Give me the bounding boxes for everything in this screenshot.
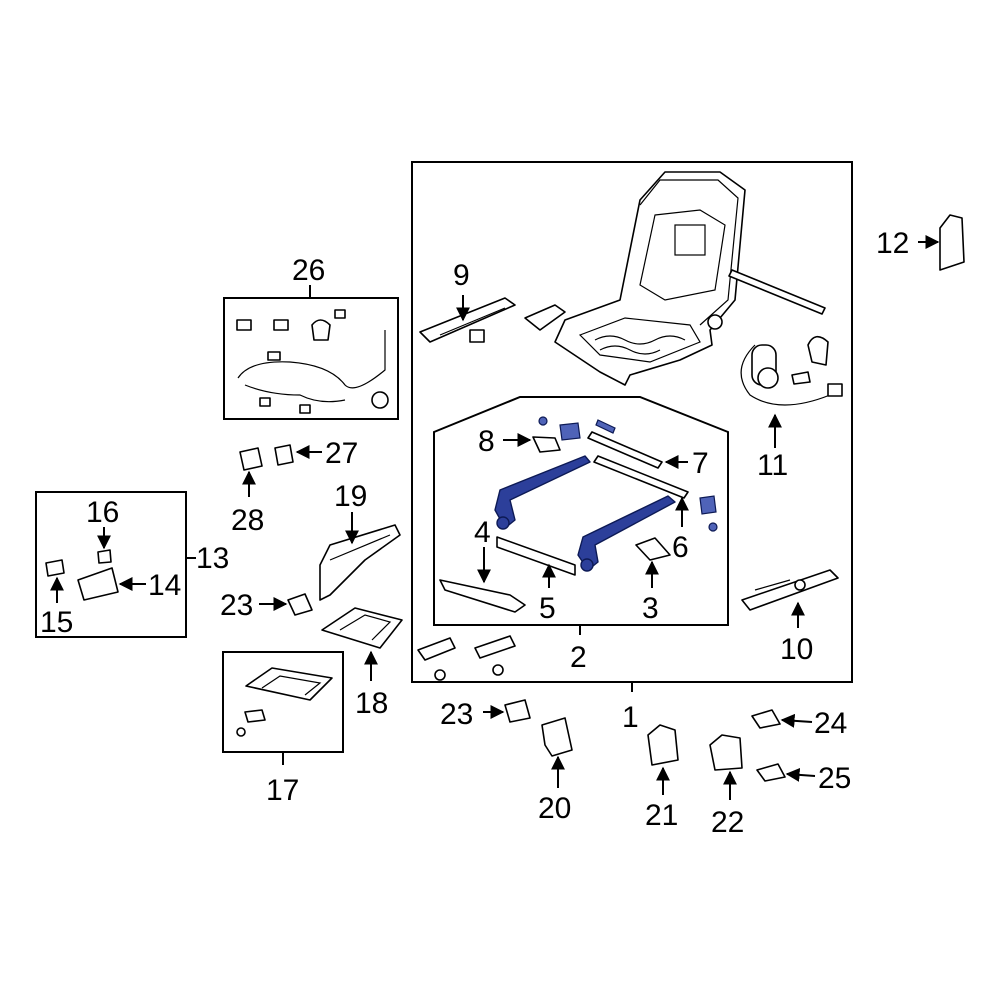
part-28-clip — [239, 447, 263, 471]
part-10-rail — [741, 569, 839, 611]
callout-21: 21 — [645, 799, 678, 832]
part-5-frame — [496, 536, 576, 576]
callout-5: 5 — [539, 592, 556, 625]
callout-24: 24 — [814, 707, 847, 740]
part-12-cover — [939, 214, 965, 271]
callout-19: 19 — [334, 480, 367, 513]
group-box-switch — [35, 491, 187, 638]
callout-22: 22 — [711, 806, 744, 839]
callout-18: 18 — [355, 687, 388, 720]
callout-6: 6 — [672, 531, 689, 564]
part-23-cap-bottom — [504, 699, 531, 723]
group-box-adjuster-outline — [433, 396, 729, 626]
callout-20: 20 — [538, 792, 571, 825]
callout-15: 15 — [40, 606, 73, 639]
part-23-cap-left — [287, 593, 313, 616]
callout-10: 10 — [780, 633, 813, 666]
callout-2: 2 — [570, 641, 587, 674]
callout-14: 14 — [148, 569, 181, 602]
callout-13: 13 — [196, 542, 229, 575]
callout-27: 27 — [325, 437, 358, 470]
callout-26: 26 — [292, 254, 325, 287]
part-27-clip — [274, 444, 294, 466]
part-4-adjuster-rail-highlight — [494, 455, 676, 572]
callout-28: 28 — [231, 504, 264, 537]
callout-11: 11 — [757, 449, 788, 482]
part-7-rods — [587, 431, 689, 499]
part-20-actuator — [541, 717, 573, 757]
callout-23-left: 23 — [220, 589, 253, 622]
callout-4: 4 — [474, 516, 491, 549]
group-box-tray — [222, 651, 344, 753]
callout-25: 25 — [818, 762, 851, 795]
part-8-motor — [532, 436, 561, 453]
callout-3: 3 — [642, 592, 659, 625]
leader-lines — [50, 235, 940, 800]
part-bolts-left — [417, 635, 516, 681]
part-14-switch — [77, 567, 119, 601]
part-22-cover — [709, 734, 743, 771]
part-15-knob — [45, 559, 65, 577]
part-3-bracket — [635, 537, 671, 561]
callout-23-bottom: 23 — [440, 698, 473, 731]
part-6-adjuster-parts — [538, 416, 718, 532]
callout-17: 17 — [266, 774, 299, 807]
part-11-harness — [740, 335, 843, 406]
part-4-plate — [439, 579, 526, 613]
callout-8: 8 — [478, 425, 495, 458]
seat-frame-drawing — [524, 171, 826, 386]
part-19-cover — [319, 524, 401, 601]
callout-7: 7 — [692, 447, 709, 480]
callout-16: 16 — [86, 496, 119, 529]
callout-12: 12 — [876, 227, 909, 260]
part-25-clip — [756, 763, 786, 782]
callout-labels: 1 2 3 4 5 6 7 8 9 10 11 12 13 14 15 16 1… — [40, 227, 909, 839]
part-24-clip — [751, 709, 781, 729]
part-16-knob — [97, 549, 112, 564]
part-18-tray — [321, 607, 403, 649]
callout-9: 9 — [453, 259, 470, 292]
part-17-tray — [236, 667, 333, 737]
part-26-wire-harness — [236, 309, 389, 414]
callout-1: 1 — [622, 701, 639, 734]
part-9-rail — [419, 297, 516, 343]
part-21-cover — [647, 724, 679, 766]
